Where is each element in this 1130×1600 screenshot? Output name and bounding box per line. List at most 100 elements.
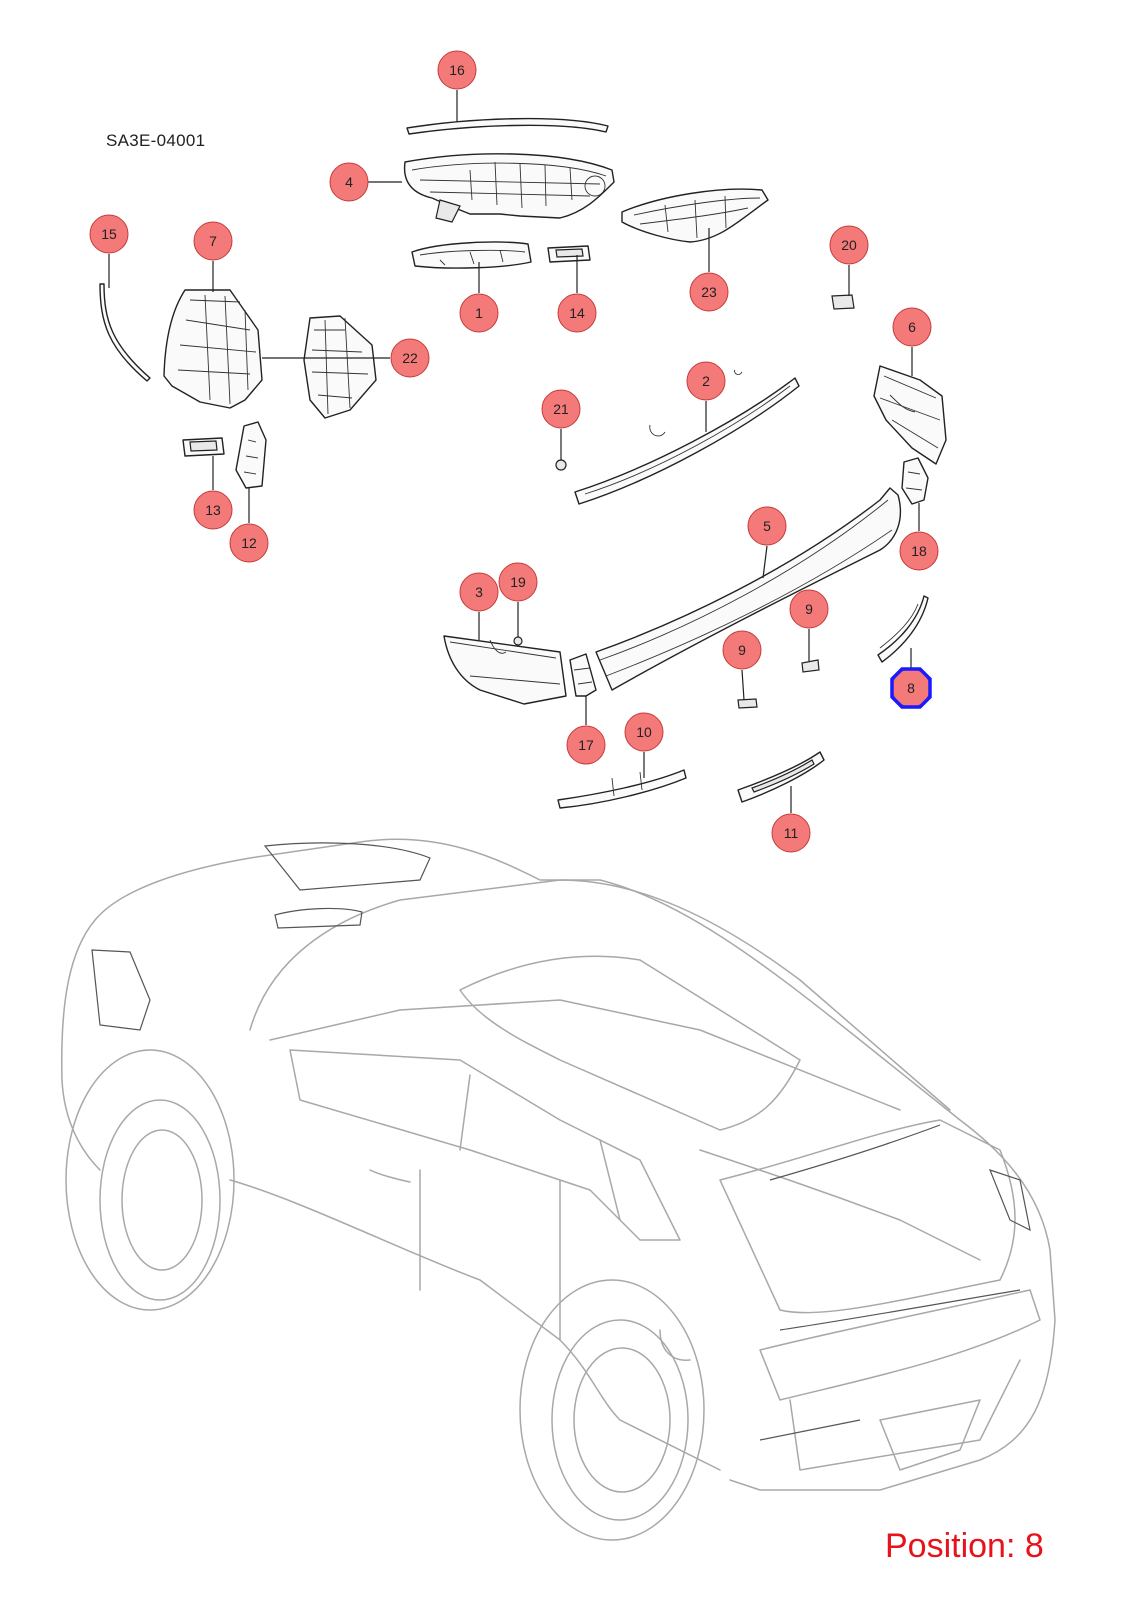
callout-number: 19 [510,574,526,590]
diagram-code: SA3E-04001 [106,131,206,150]
callout-number: 8 [907,680,915,696]
callout-number: 17 [578,737,594,753]
callout-circle [557,293,597,333]
callout-11[interactable]: 11 [771,786,811,853]
callout-circle [829,225,869,265]
callout-circle [229,523,269,563]
callout-number: 18 [911,543,927,559]
callout-23[interactable]: 23 [689,228,729,312]
callout-number: 20 [841,237,857,253]
callout-circle [566,725,606,765]
callout-circle [390,338,430,378]
callout-12[interactable]: 12 [229,488,269,563]
part-14-small-lamp[interactable] [547,245,591,263]
callout-9[interactable]: 9 [722,630,762,701]
callout-18[interactable]: 18 [899,503,939,571]
callout-number: 3 [475,584,483,600]
part-5-rear-light-bar[interactable] [595,487,902,691]
callout-16[interactable]: 16 [437,50,477,122]
callout-circle [193,490,233,530]
callout-circle [771,813,811,853]
callout-circle [459,293,499,333]
part-10-trim-strip[interactable] [557,769,687,809]
callout-circle [498,562,538,602]
part-7-headlamp-left[interactable] [163,289,263,409]
callout-number: 11 [784,825,799,841]
callout-3[interactable]: 3 [459,572,499,640]
callout-number: 7 [209,233,217,249]
callout-7[interactable]: 7 [193,221,233,292]
callout-20[interactable]: 20 [829,225,869,296]
callout-9[interactable]: 9 [789,589,829,661]
position-indicator: Position: 8 [885,1527,1044,1565]
part-11-brake-lamp[interactable] [737,751,825,803]
part-3-tail-lamp[interactable] [443,635,567,705]
part-15-seal-strip[interactable] [99,283,151,382]
callout-number: 9 [738,642,746,658]
part-9-clip-a[interactable] [737,698,758,709]
part-2-harness-bar[interactable] [574,369,800,505]
callout-number: 23 [701,284,717,300]
callout-number: 5 [763,518,771,534]
callout-13[interactable]: 13 [193,456,233,530]
callout-17[interactable]: 17 [566,696,606,765]
callout-number: 22 [402,350,418,366]
callout-circle [747,506,787,546]
callout-number: 12 [241,535,257,551]
callout-14[interactable]: 14 [557,255,597,333]
callout-number: 1 [475,305,483,321]
part-1-lamp-bracket[interactable] [411,241,532,269]
part-22-headlamp-right[interactable] [303,315,377,419]
callout-circle [541,389,581,429]
callout-leader-line [741,669,745,701]
callout-number: 21 [553,401,569,417]
selection-highlight [890,667,932,709]
callout-1[interactable]: 1 [459,262,499,333]
callout-circle [686,361,726,401]
callout-2[interactable]: 2 [686,361,726,432]
vehicle-body-outline [61,838,1056,1541]
callout-6[interactable]: 6 [892,307,932,376]
callout-number: 16 [449,62,465,78]
part-4-front-lamp[interactable] [403,153,615,223]
callout-number: 14 [569,305,585,321]
callout-circle [459,572,499,612]
callout-circle [722,630,762,670]
part-19-clip[interactable] [513,636,523,646]
part-21-bolt[interactable] [555,459,567,471]
callout-number: 9 [805,601,813,617]
callouts-layer: 16 4 23 1 14 20 15 7 22 6 2 21 13 12 18 5 3 19 9 9 8 17 10 11 [89,50,939,853]
callout-leader-line [762,545,768,579]
part-9-clip-b[interactable] [801,659,820,673]
callout-circle [899,531,939,571]
part-12-bracket[interactable] [235,421,267,489]
callout-circle [89,214,129,254]
callout-4[interactable]: 4 [329,162,402,202]
callout-10[interactable]: 10 [624,712,664,778]
callout-number: 15 [101,226,117,242]
callout-22[interactable]: 22 [262,338,430,378]
callout-21[interactable]: 21 [541,389,581,460]
callout-8-highlighted[interactable]: 8 [890,648,932,709]
part-18-bracket[interactable] [901,457,929,505]
part-16-roof-strip[interactable] [406,117,609,135]
part-13-small-lamp[interactable] [182,437,225,457]
callout-19[interactable]: 19 [498,562,538,637]
callout-number: 4 [345,174,353,190]
part-6-tail-lamp[interactable] [873,365,947,465]
callout-15[interactable]: 15 [89,214,129,288]
callout-number: 2 [702,373,710,389]
part-8-reflector-strip[interactable] [877,595,929,663]
callout-number: 13 [205,502,221,518]
callout-5[interactable]: 5 [747,506,787,579]
callout-circle [789,589,829,629]
callout-circle [689,272,729,312]
part-17-bracket[interactable] [569,653,597,697]
part-23-lamp-housing[interactable] [621,188,769,243]
callout-circle [329,162,369,202]
part-20-clip[interactable] [831,294,855,310]
callout-number: 6 [908,319,916,335]
callout-circle [624,712,664,752]
